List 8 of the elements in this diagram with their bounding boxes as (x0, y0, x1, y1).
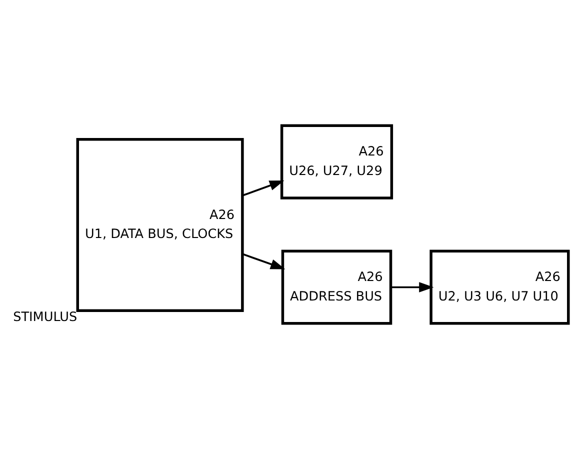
node-box: A26 ADDRESS BUS (281, 250, 392, 325)
arrow (242, 180, 284, 196)
arrow (242, 253, 286, 270)
node-label: STIMULUS (13, 310, 78, 325)
node-box: A26 U26, U27, U29 (280, 124, 394, 200)
node-box: A26 U1, DATA BUS, CLOCKS (76, 138, 244, 312)
node-box: A26 U2, U3 U6, U7 U10 (430, 250, 570, 325)
arrow (390, 282, 434, 292)
